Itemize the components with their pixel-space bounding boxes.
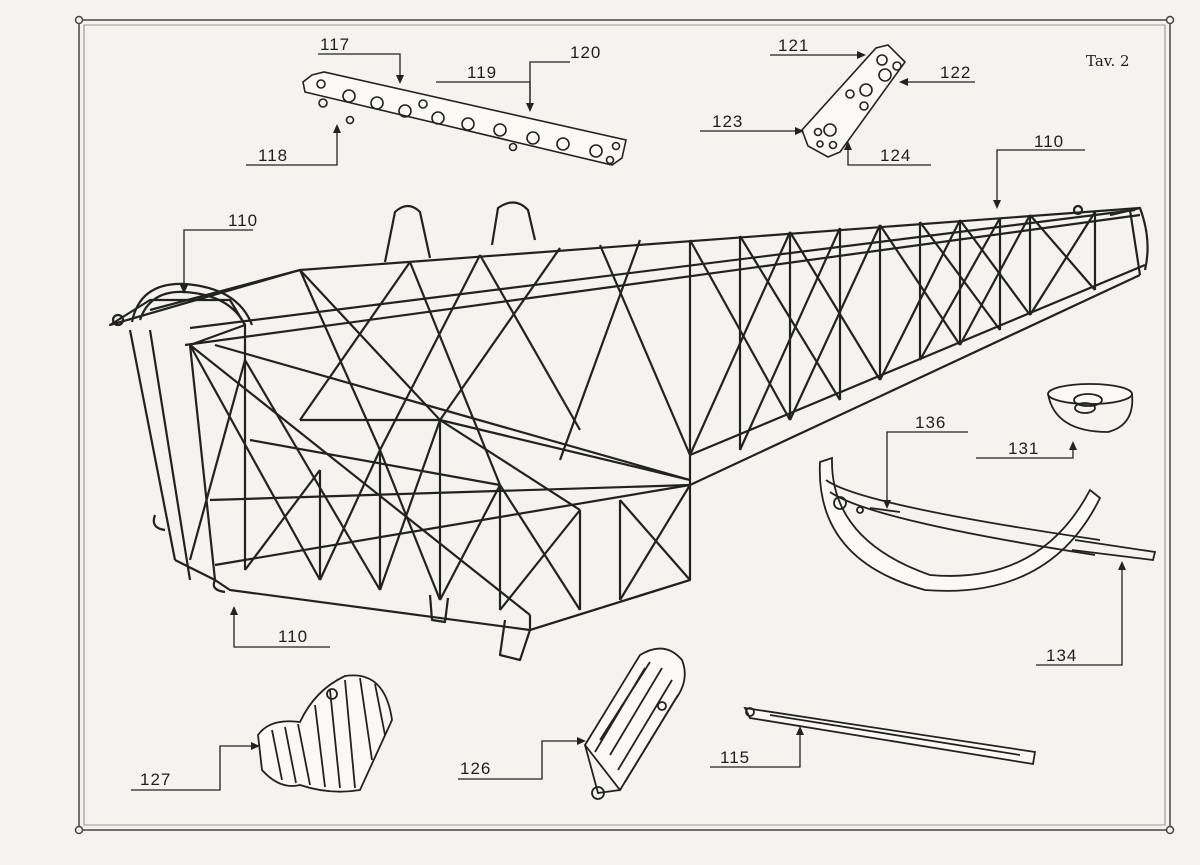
callout-118: 118 (258, 146, 289, 165)
callout-131: 131 (1008, 439, 1040, 458)
hoop-frame-part (820, 458, 1155, 591)
callout-110-tail: 110 (1034, 132, 1065, 151)
cup-part (1048, 384, 1132, 432)
fuselage-frame (110, 202, 1148, 660)
callout-126: 126 (460, 759, 492, 778)
callout-121: 121 (778, 36, 810, 55)
slatted-panel-126 (585, 649, 685, 799)
slatted-panel-127 (258, 675, 392, 791)
plate-border (76, 17, 1174, 834)
callout-124: 124 (880, 146, 912, 165)
callout-136: 136 (915, 413, 947, 432)
plate-title: Tav. 2 (1086, 52, 1130, 70)
small-plate-part (802, 45, 905, 157)
leader-lines (131, 54, 1122, 790)
callout-122: 122 (940, 63, 972, 82)
callout-115: 115 (720, 748, 751, 767)
callout-110-lower: 110 (278, 627, 309, 646)
perforated-strap-part (303, 72, 626, 165)
callout-119: 119 (467, 63, 498, 82)
leader-arrowheads (180, 51, 1126, 750)
callout-123: 123 (712, 112, 744, 131)
callout-110-nose: 110 (228, 211, 259, 230)
callout-127: 127 (140, 770, 172, 789)
callout-117: 117 (320, 35, 351, 54)
rod-part-115 (745, 708, 1035, 764)
callout-120: 120 (570, 43, 602, 62)
callout-134: 134 (1046, 646, 1078, 665)
